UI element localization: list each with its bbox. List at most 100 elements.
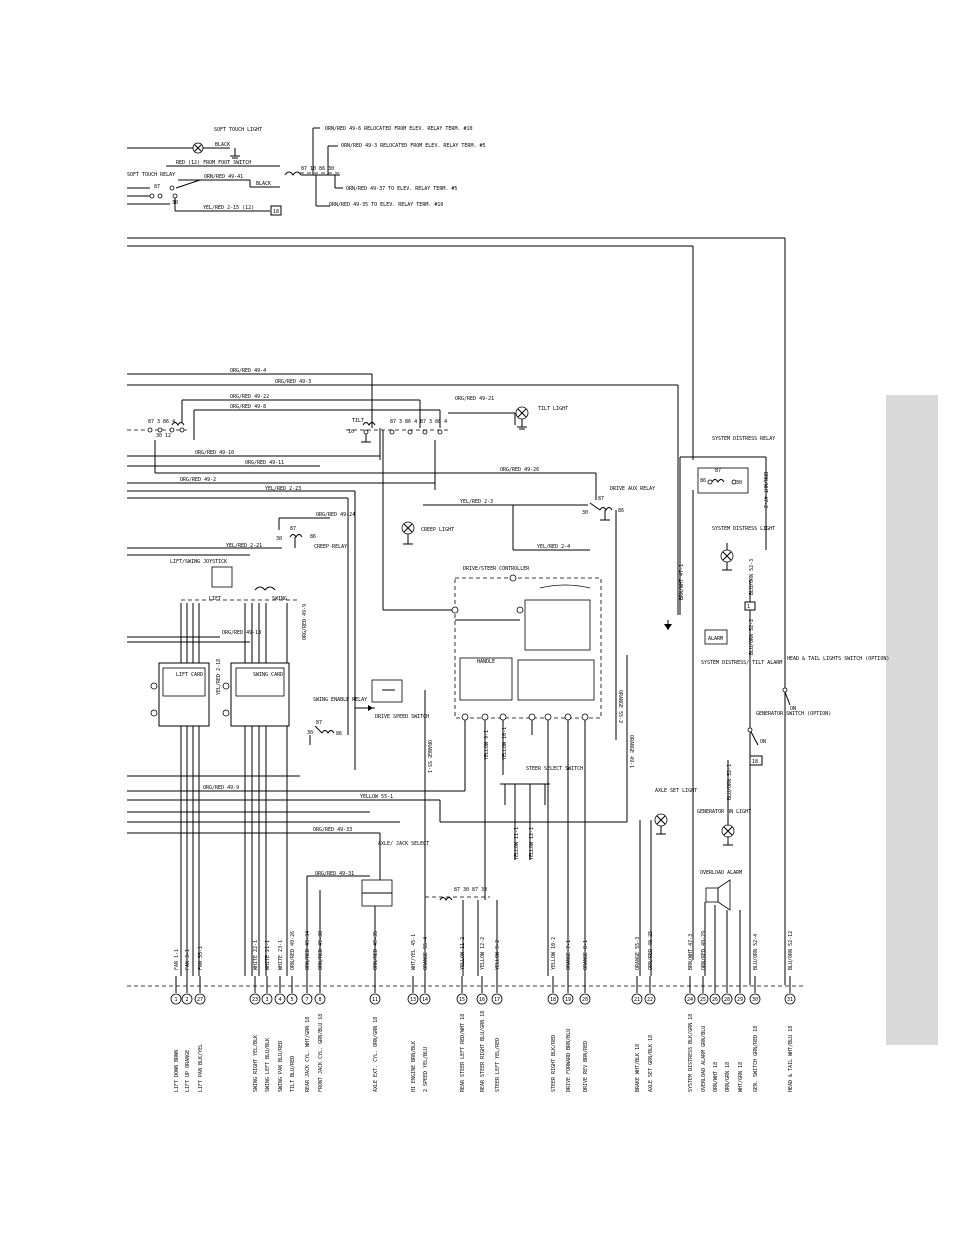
circuit-description: AXLE SET GRN/BLK 18 bbox=[648, 1035, 654, 1092]
terminal-connector bbox=[181, 993, 193, 1005]
terminal-connector bbox=[547, 993, 559, 1005]
wire-number-label: YELLOW 10-2 bbox=[551, 937, 557, 970]
wire-label: ORG/RED 49-22 bbox=[230, 394, 269, 400]
circuit-description: SWING RIGHT YEL/BLK bbox=[253, 1035, 259, 1092]
circuit-description: GEN. SWITCH GRN/RED 18 bbox=[753, 1026, 759, 1092]
drive-speed-switch-label: DRIVE SPEED SWITCH bbox=[375, 714, 429, 720]
circuit-description: BRAKE WHT/BLK 18 bbox=[635, 1044, 641, 1092]
circuit-description: DRIVE FORWARD BRN/BLU bbox=[566, 1029, 572, 1092]
drive-steer-controller: DRIVE/STEER CONTROLLER HANDLE YELLOW 9-1… bbox=[451, 566, 634, 976]
swing-enable-relay: SWING ENABLE RELAY 87 86 30 bbox=[307, 697, 367, 745]
red12-label: RED (12) FROM FOOT SWITCH bbox=[176, 160, 251, 166]
yel-red-2-15-label: YEL/RED 2-15 (12) bbox=[203, 205, 254, 211]
connector-18-label: 18 bbox=[273, 209, 279, 215]
circuit-description: ORN/GRN 18 bbox=[725, 1062, 731, 1092]
terminal-number: 18 bbox=[550, 997, 556, 1003]
wire-number-label: ORANGE 8-1 bbox=[583, 940, 589, 970]
wire-number-label: YELLOW 9-2 bbox=[495, 940, 501, 970]
svg-text:86: 86 bbox=[700, 478, 706, 484]
svg-text:87 3 86 4: 87 3 86 4 bbox=[390, 419, 417, 425]
system-distress-tilt-alarm-label: SYSTEM DISTRESS/ TILT ALARM bbox=[701, 660, 782, 666]
circuit-description: SWING PAN BLU/RED bbox=[278, 1041, 284, 1092]
terminal-number: 27 bbox=[197, 997, 203, 1003]
wire-label: YEL/RED 2-3 bbox=[460, 499, 493, 505]
svg-text:30: 30 bbox=[582, 510, 588, 516]
svg-text:30: 30 bbox=[276, 536, 282, 542]
svg-text:87: 87 bbox=[715, 468, 721, 474]
terminal-connector bbox=[579, 993, 591, 1005]
overload-alarm: OVERLOAD ALARM bbox=[700, 870, 742, 976]
circuit-description: SYSTEM DISTRESS BLK/GRN 18 bbox=[688, 1014, 694, 1092]
wire-label: ORANGE 55-1 bbox=[426, 740, 432, 773]
circuit-description: HI ENGINE BRN/BLK bbox=[411, 1041, 417, 1092]
terminal-number: 8 bbox=[318, 997, 321, 1003]
wire-label: YELLOW 12-1 bbox=[529, 827, 535, 860]
wire-number-label: YELLOW 12-2 bbox=[480, 937, 486, 970]
wire-number-label: ORN/RED 49-30 bbox=[318, 931, 324, 970]
terminal-connector bbox=[369, 993, 381, 1005]
terminal-number: 29 bbox=[737, 997, 743, 1003]
wire-label: ORG/RED 49-9 bbox=[302, 604, 308, 640]
svg-text:30: 30 bbox=[307, 730, 313, 736]
alarm-label: ALARM bbox=[708, 636, 723, 642]
wire-label: YEL/RED 2-4 bbox=[537, 544, 570, 550]
terminal-connector bbox=[697, 993, 709, 1005]
wire-label: ORG/RED 49-26 bbox=[500, 467, 539, 473]
terminal-number: 13 bbox=[410, 997, 416, 1003]
circuit-description: LIFT DOWN BRWN bbox=[174, 1050, 180, 1092]
terminal-number: 16 bbox=[479, 997, 485, 1003]
wire-label: ORG/RED 49-8 bbox=[230, 404, 266, 410]
generator-on-light-label: GENERATOR ON LIGHT bbox=[697, 809, 751, 815]
terminal-connector bbox=[419, 993, 431, 1005]
joystick: LIFT/SWING JOYSTICK LIFT SWING bbox=[170, 559, 300, 976]
black2-label: BLACK bbox=[256, 181, 271, 187]
wire-label: ORG/RED 49-3 bbox=[275, 379, 311, 385]
wire-number-label: WHITE 23-1 bbox=[278, 940, 284, 970]
wire-number-label: WHITE 21-1 bbox=[265, 940, 271, 970]
mid-labels: ORG/RED 49-4 ORG/RED 49-3 ORG/RED 49-22 … bbox=[180, 368, 570, 877]
terminal-number: 26 bbox=[712, 997, 718, 1003]
soft-touch-light-label: SOFT TOUCH LIGHT bbox=[214, 127, 262, 133]
head-tail-switch: HEAD & TAIL LIGHTS SWITCH (OPTION) ON bbox=[782, 656, 889, 712]
terminal-connector bbox=[261, 993, 273, 1005]
terminal-number: 21 bbox=[634, 997, 640, 1003]
terminal-number: 11 bbox=[372, 997, 378, 1003]
svg-text:30 12: 30 12 bbox=[156, 433, 171, 439]
wire-label: YEL/RED 2-18 bbox=[216, 659, 222, 695]
wire-number-label: FAN 3-1 bbox=[185, 949, 191, 970]
lift-label: LIFT bbox=[209, 596, 221, 602]
svg-text:87: 87 bbox=[598, 496, 604, 502]
wire-label: ORG/RED 49-10 bbox=[195, 450, 234, 456]
steer-select-switch: STEER SELECT SWITCH YELLOW 11-1 YELLOW 1… bbox=[500, 766, 583, 860]
system-alarm: ALARM SYSTEM DISTRESS/ TILT ALARM bbox=[664, 620, 782, 666]
circuit-description: STEER LEFT YEL/RED bbox=[495, 1038, 501, 1092]
wire-number-label: BLU/ORN 52-12 bbox=[788, 931, 794, 970]
generator-on-label: ON bbox=[760, 739, 766, 745]
svg-text:18: 18 bbox=[752, 759, 758, 765]
wire-label: ORG/RED 49-33 bbox=[313, 827, 352, 833]
wire-label: ORG/RED 49-21 bbox=[455, 396, 494, 402]
circuit-description: TILT BLU/RED bbox=[290, 1056, 296, 1092]
wire-label: YELLOW 11-1 bbox=[514, 827, 520, 860]
terminal-number: 30 bbox=[752, 997, 758, 1003]
terminal-connector bbox=[684, 993, 696, 1005]
terminal-number: 25 bbox=[700, 997, 706, 1003]
terminal-number: 1 bbox=[174, 997, 177, 1003]
steer-select-switch-label: STEER SELECT SWITCH bbox=[526, 766, 583, 772]
circuit-description: OVERLOAD ALARM GRN/BLU bbox=[701, 1026, 707, 1092]
wire-label: YEL/RED 2-21 bbox=[226, 543, 262, 549]
wire-label: BLU/ORN 52-2 bbox=[749, 619, 755, 655]
joystick-label: LIFT/SWING JOYSTICK bbox=[170, 559, 227, 565]
wire-number-label: ORANGE 55-3 bbox=[635, 937, 641, 970]
wire-number-label: WHT/YEL 45-1 bbox=[411, 934, 417, 970]
svg-text:87 10 86 30: 87 10 86 30 bbox=[301, 166, 334, 172]
svg-text:1: 1 bbox=[747, 604, 750, 610]
wire-label: YEL/RED 2-23 bbox=[265, 486, 301, 492]
terminal-number: 23 bbox=[252, 997, 258, 1003]
head-tail-on-label: ON bbox=[790, 706, 796, 712]
wire-number-label: FAN 1-1 bbox=[174, 949, 180, 970]
tilt-label: TILT bbox=[352, 418, 364, 424]
creep-relay-label: CREEP RELAY bbox=[314, 544, 347, 550]
wire-label: ORG/RED 49-31 bbox=[315, 871, 354, 877]
